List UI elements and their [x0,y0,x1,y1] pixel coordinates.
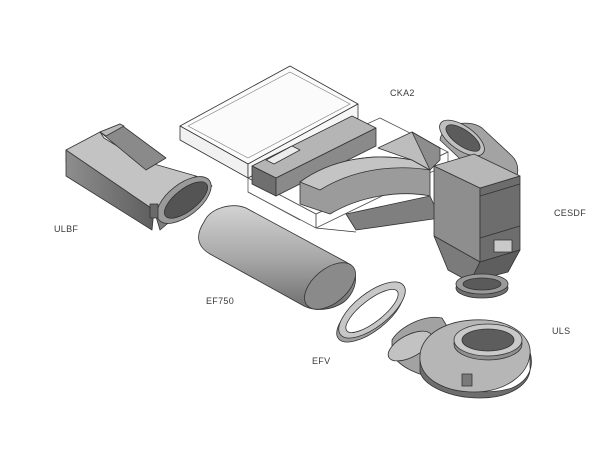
label-ulbf: ULBF [54,224,79,234]
efv-part [336,281,406,343]
label-cesdf: CESDF [554,208,587,218]
ef750-part [198,205,356,310]
label-efv: EFV [312,356,331,366]
cka2-part [179,65,449,233]
label-cka2: CKA2 [390,88,415,98]
uls-part [387,316,532,399]
cesdf-part [433,119,521,299]
ulbf-part [65,123,213,231]
label-uls: ULS [552,326,571,336]
label-ef750: EF750 [206,296,235,306]
